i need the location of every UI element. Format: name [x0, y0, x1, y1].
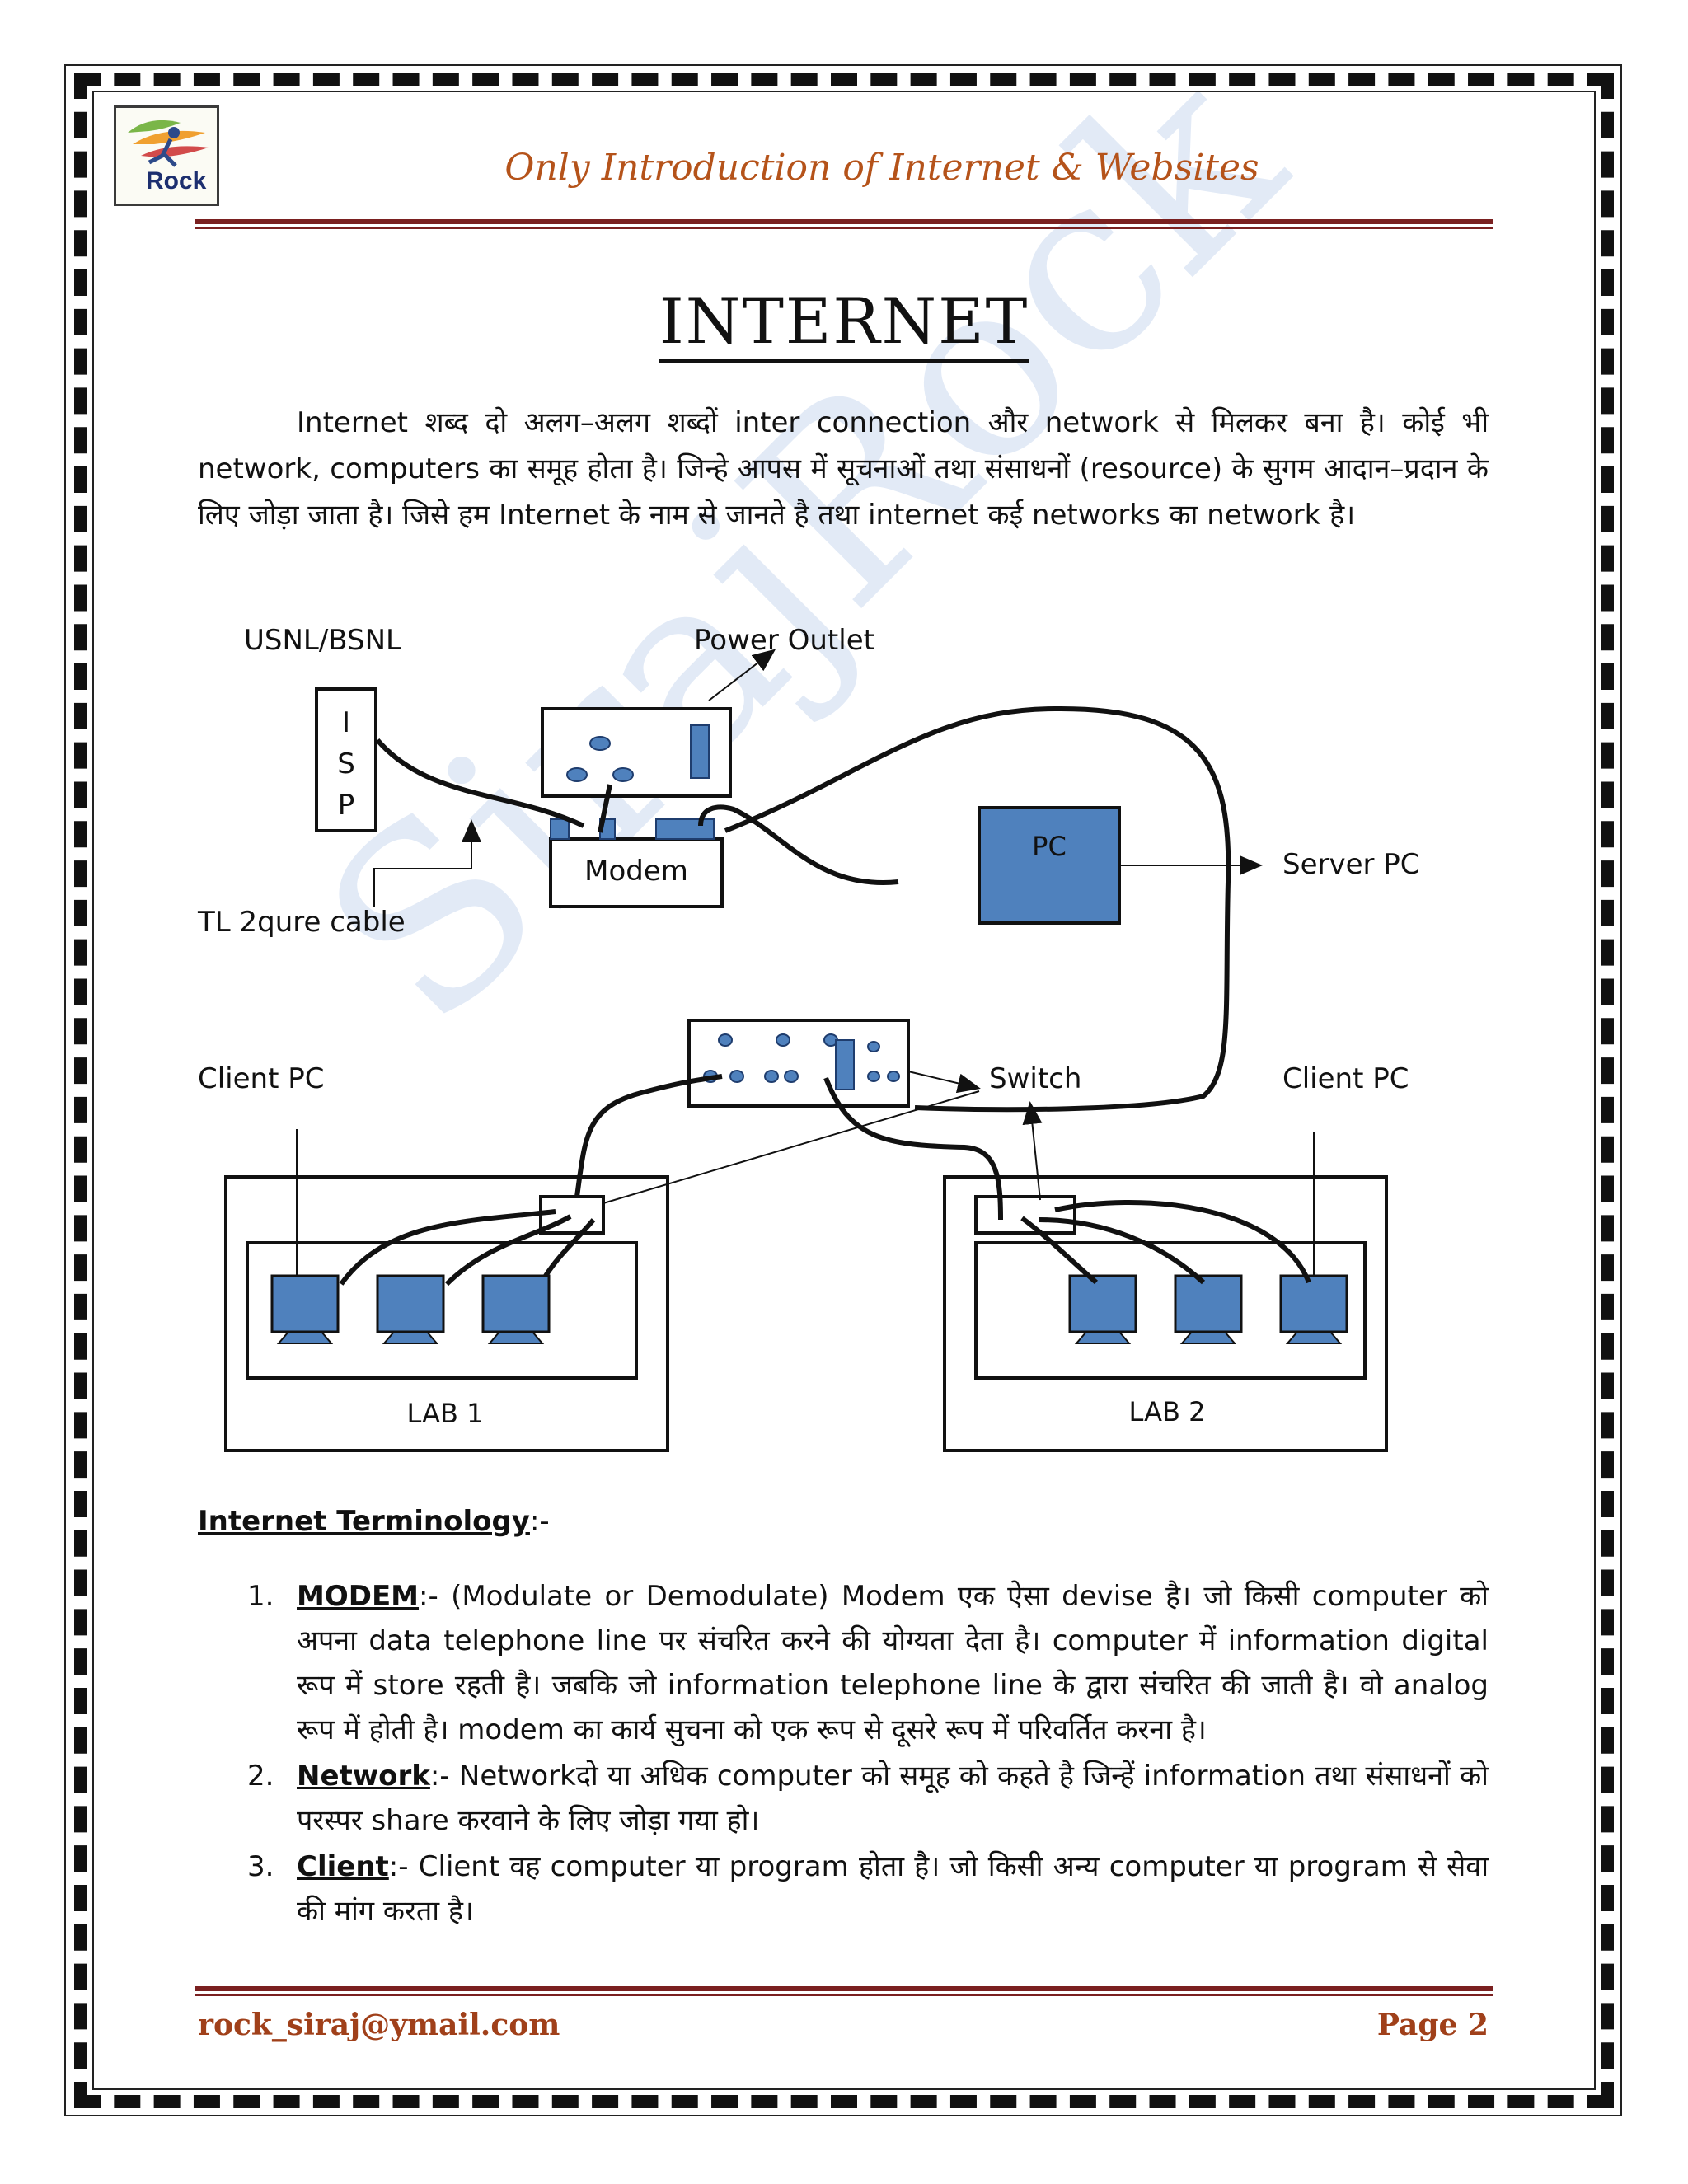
- switch-port: [887, 1071, 900, 1082]
- lab2-pc-stand: [1074, 1331, 1132, 1344]
- footer-rule-thin: [195, 1994, 1493, 1996]
- lab2-cable: [1038, 1217, 1206, 1285]
- isp-box: [315, 687, 377, 832]
- page-title-text: INTERNET: [659, 284, 1029, 363]
- header-rule-thin: [195, 227, 1493, 229]
- list-number: 1.: [247, 1580, 274, 1613]
- terms-list: 1. MODEM:- (Modulate or Demodulate) Mode…: [239, 1574, 1489, 1935]
- lab1-switch-cable: [574, 1074, 723, 1197]
- server-pc-monitor: [978, 806, 1121, 925]
- modem-switch-cable: [724, 705, 1231, 1113]
- page-border-outer: [64, 64, 1622, 2116]
- lab2-cable: [1020, 1216, 1098, 1285]
- modem-port: [655, 818, 715, 840]
- isp-letter: S: [337, 748, 355, 780]
- terms-heading: Internet Terminology:-: [198, 1505, 550, 1538]
- modem-label: Modem: [584, 855, 688, 888]
- pc-label: PC: [1032, 831, 1067, 862]
- modem-port: [550, 818, 570, 840]
- switch-port: [718, 1033, 733, 1047]
- cable-label-arrow: [373, 819, 481, 907]
- lab1-cable: [543, 1218, 596, 1277]
- header-rule: [195, 219, 1493, 224]
- footer-rule: [195, 1986, 1493, 1991]
- page-title: INTERNET: [0, 284, 1688, 363]
- lab2-switch-cable: [823, 1076, 1003, 1221]
- modem-pc-cable: [698, 804, 899, 885]
- lab2-pc-stand: [1179, 1331, 1237, 1344]
- page-border-inner: [92, 91, 1596, 2090]
- lab1-pc: [376, 1274, 445, 1333]
- isp-letter: P: [338, 789, 355, 822]
- terms-heading-text: Internet Terminology: [198, 1505, 530, 1538]
- cable-label: TL 2qure cable: [197, 906, 406, 939]
- usnl-label: USNL/BSNL: [244, 624, 401, 657]
- lab1-cable: [339, 1209, 556, 1286]
- lab1-pc: [270, 1274, 340, 1333]
- switch-port: [867, 1041, 880, 1052]
- list-item: 3. Client:- Client वह computer या progra…: [239, 1844, 1489, 1933]
- lab2-label: LAB 2: [1129, 1396, 1206, 1427]
- power-cable: [598, 784, 612, 833]
- network-diagram: USNL/BSNL Power Outlet I S P Modem TL 2q…: [197, 624, 1420, 1452]
- page-border-dashed: [74, 73, 1614, 2108]
- rock-logo: Rock: [114, 105, 219, 206]
- intro-paragraph: Internet शब्द दो अलग–अलग शब्दों inter co…: [198, 406, 1489, 532]
- power-outlet-label: Power Outlet: [694, 624, 874, 657]
- lab1-pc-stand: [487, 1331, 545, 1344]
- runner-logo-icon: [128, 120, 209, 167]
- lab2-pc: [1279, 1274, 1348, 1333]
- list-number: 2.: [247, 1760, 274, 1793]
- switch-box: [687, 1019, 910, 1108]
- term-name: Client: [297, 1850, 389, 1883]
- server-pc-label: Server PC: [1282, 848, 1420, 881]
- lab1-pc-stand: [382, 1331, 439, 1344]
- switch-port: [776, 1033, 790, 1047]
- socket-hole: [612, 767, 634, 782]
- isp-cable: [375, 738, 585, 828]
- isp-letter: I: [342, 706, 350, 739]
- lab2-pc: [1068, 1274, 1137, 1333]
- page-number: Page 2: [1376, 2008, 1489, 2042]
- lab1-pc: [481, 1274, 551, 1333]
- power-outlet-arrow: [708, 649, 776, 701]
- switch-port: [784, 1070, 799, 1083]
- lab2-switch-pointer: [1022, 1101, 1043, 1201]
- footer-email: rock_siraj@ymail.com: [198, 2008, 560, 2042]
- lab2-pc: [1174, 1274, 1243, 1333]
- lab1-label: LAB 1: [407, 1398, 484, 1429]
- socket-hole: [589, 736, 611, 751]
- switch-arrow: [907, 1071, 981, 1094]
- term-definition: :- Client वह computer या program होता है…: [297, 1850, 1489, 1928]
- list-number: 3.: [247, 1850, 274, 1883]
- switch-label: Switch: [989, 1062, 1081, 1095]
- modem-box: [549, 837, 724, 908]
- term-definition: :- (Modulate or Demodulate) Modem एक ऐसा…: [297, 1580, 1489, 1746]
- terms-heading-suffix: :-: [529, 1505, 550, 1538]
- switch-port: [729, 1070, 744, 1083]
- switch-port: [867, 1071, 880, 1082]
- term-name: Network: [297, 1760, 430, 1793]
- list-item: 1. MODEM:- (Modulate or Demodulate) Mode…: [239, 1574, 1489, 1752]
- lab1-switch-pointer: [603, 1090, 980, 1204]
- lab2-cable: [1054, 1199, 1311, 1284]
- lab1-pc-stand: [276, 1331, 334, 1344]
- list-item: 2. Network:- Networkदो या अधिक computer …: [239, 1754, 1489, 1843]
- switch-port: [764, 1070, 779, 1083]
- lab1-cable: [444, 1214, 572, 1286]
- header-title: Only Introduction of Internet & Websites: [504, 147, 1259, 189]
- client-pc-label-left: Client PC: [198, 1062, 324, 1095]
- lab2-hub: [974, 1195, 1076, 1235]
- power-switch: [690, 724, 710, 779]
- switch-indicator: [835, 1039, 855, 1090]
- client-pc-label-right: Client PC: [1282, 1062, 1409, 1095]
- logo-text: Rock: [146, 167, 207, 194]
- term-definition: :- Networkदो या अधिक computer को समूह को…: [297, 1760, 1489, 1837]
- socket-hole: [566, 767, 588, 782]
- term-name: MODEM: [297, 1580, 420, 1613]
- lab2-pc-stand: [1285, 1331, 1343, 1344]
